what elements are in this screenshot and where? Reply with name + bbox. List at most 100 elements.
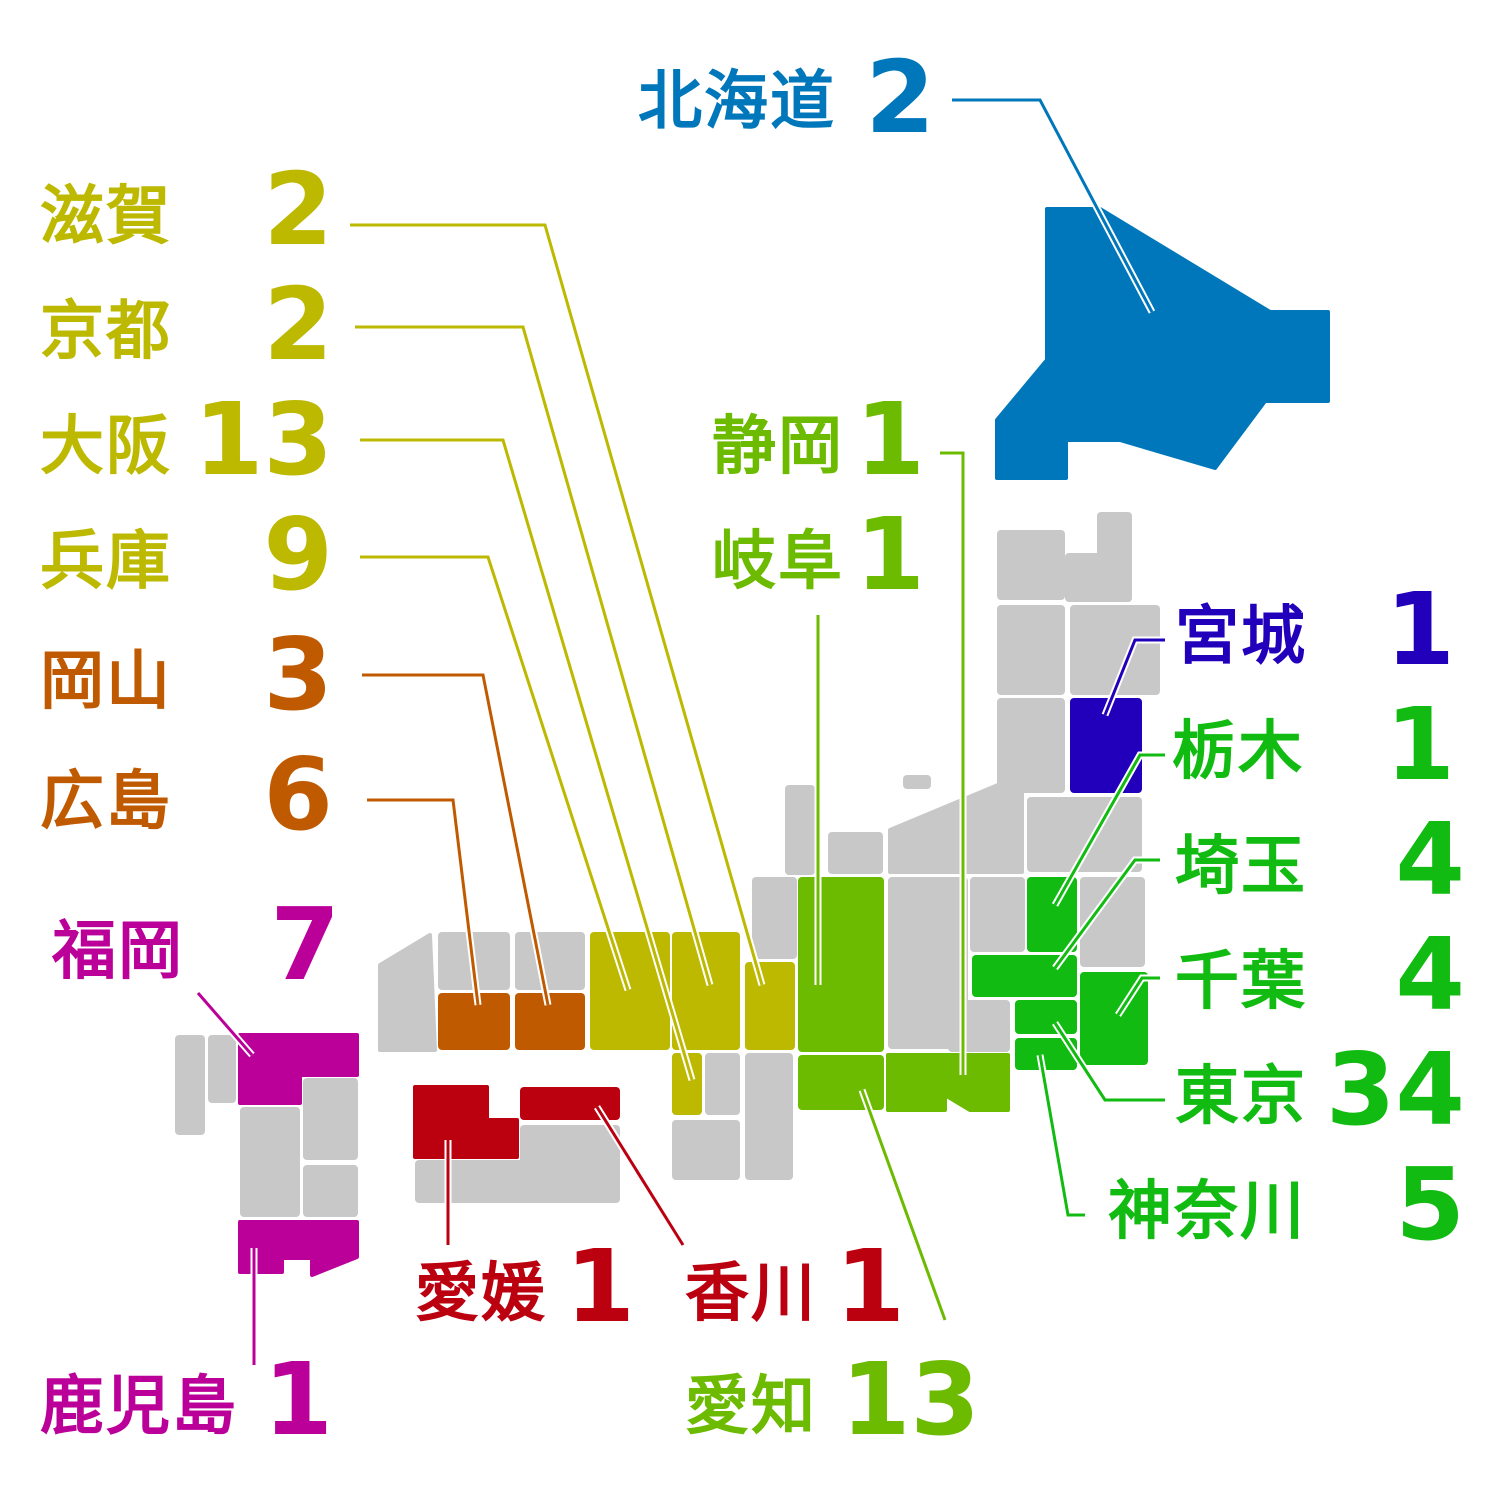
leader-line-osaka bbox=[360, 438, 694, 1081]
label-count-hiroshima: 6 bbox=[263, 736, 333, 853]
prefecture-nara bbox=[705, 1053, 740, 1115]
prefecture-gifu bbox=[798, 877, 884, 1052]
prefecture-niigata bbox=[888, 773, 1024, 874]
prefecture-hokkaido bbox=[995, 207, 1330, 480]
label-name-okayama: 岡山 bbox=[40, 645, 172, 719]
prefecture-sado bbox=[903, 775, 931, 789]
label-count-gifu: 1 bbox=[855, 496, 925, 613]
leader-line-miyagi bbox=[1103, 638, 1165, 716]
label-count-fukuoka: 7 bbox=[270, 886, 340, 1003]
label-count-miyagi: 1 bbox=[1385, 571, 1455, 688]
prefecture-yamaguchi bbox=[378, 933, 437, 1052]
label-count-shizuoka: 1 bbox=[855, 381, 925, 498]
prefecture-ibaraki bbox=[1080, 877, 1145, 967]
prefecture-tokyo bbox=[1015, 1000, 1077, 1034]
label-count-chiba: 4 bbox=[1395, 916, 1465, 1033]
leader-line-shiga bbox=[350, 223, 764, 986]
leader-outline-kyoto bbox=[355, 323, 714, 986]
leader-line-hiroshima bbox=[367, 798, 480, 1006]
label-name-hokkaido: 北海道 bbox=[638, 65, 836, 139]
label-name-gifu: 岐阜 bbox=[712, 525, 844, 599]
leader-line-kanagawa bbox=[1038, 1054, 1085, 1217]
prefecture-aomori-w bbox=[997, 530, 1065, 600]
leader-outline-hyogo bbox=[360, 553, 632, 992]
label-count-tokyo: 34 bbox=[1325, 1031, 1465, 1148]
label-count-osaka: 13 bbox=[193, 381, 333, 498]
prefecture-kumamoto bbox=[240, 1107, 300, 1217]
label-name-saitama: 埼玉 bbox=[1175, 830, 1307, 904]
prefecture-osaka bbox=[672, 1053, 702, 1115]
leader-line-hyogo bbox=[360, 555, 630, 991]
label-name-aichi: 愛知 bbox=[685, 1370, 817, 1444]
label-count-kagawa: 1 bbox=[835, 1228, 905, 1345]
leader-line-shizuoka bbox=[940, 451, 965, 1075]
label-name-shizuoka: 静岡 bbox=[712, 410, 844, 484]
prefecture-fukushima bbox=[1027, 797, 1142, 872]
prefecture-fukui bbox=[752, 877, 797, 959]
label-count-tochigi: 1 bbox=[1385, 686, 1455, 803]
prefecture-hiroshima bbox=[438, 993, 510, 1050]
prefecture-kagawa bbox=[520, 1087, 620, 1120]
label-name-osaka: 大阪 bbox=[40, 410, 172, 484]
prefecture-kyoto bbox=[672, 932, 740, 1050]
leader-line-hokkaido bbox=[952, 98, 1154, 313]
prefecture-toyama bbox=[828, 832, 883, 874]
prefecture-nagano bbox=[888, 877, 968, 1049]
label-name-kyoto: 京都 bbox=[40, 295, 172, 369]
prefecture-ehime bbox=[413, 1085, 519, 1159]
prefecture-akita bbox=[997, 605, 1065, 695]
prefecture-nagasaki bbox=[175, 1035, 205, 1135]
prefecture-saga bbox=[208, 1035, 236, 1103]
leader-line-chiba bbox=[1116, 976, 1160, 1016]
label-count-okayama: 3 bbox=[263, 616, 333, 733]
prefecture-mie bbox=[745, 1053, 793, 1180]
leader-line-kyoto bbox=[355, 325, 712, 986]
label-count-shiga: 2 bbox=[263, 151, 333, 268]
leader-line-saitama bbox=[1053, 858, 1160, 969]
label-name-kagawa: 香川 bbox=[685, 1257, 817, 1331]
prefecture-shizuoka bbox=[886, 1053, 1010, 1112]
prefecture-tottori bbox=[515, 932, 585, 990]
prefecture-gunma bbox=[970, 877, 1025, 952]
prefecture-miyagi bbox=[1070, 698, 1142, 793]
prefecture-aichi bbox=[798, 1055, 884, 1110]
label-name-miyagi: 宮城 bbox=[1175, 600, 1307, 674]
label-name-fukuoka: 福岡 bbox=[52, 915, 184, 989]
prefecture-aomori-c bbox=[1065, 553, 1132, 602]
prefecture-ishikawa bbox=[785, 785, 815, 875]
label-name-shiga: 滋賀 bbox=[40, 180, 172, 254]
prefecture-saitama bbox=[972, 955, 1077, 997]
prefecture-shiga bbox=[745, 962, 795, 1050]
leader-outline-shiga bbox=[350, 221, 766, 986]
prefecture-hyogo bbox=[590, 932, 670, 1050]
prefecture-oita bbox=[303, 1078, 358, 1160]
prefecture-okayama bbox=[515, 993, 585, 1050]
label-name-hyogo: 兵庫 bbox=[40, 525, 172, 599]
prefecture-kagoshima bbox=[238, 1220, 359, 1277]
label-count-kanagawa: 5 bbox=[1395, 1146, 1465, 1263]
prefecture-wakayama bbox=[672, 1120, 740, 1180]
label-count-saitama: 4 bbox=[1395, 801, 1465, 918]
label-count-kagoshima: 1 bbox=[263, 1341, 333, 1458]
label-count-hyogo: 9 bbox=[263, 496, 333, 613]
leader-line-aichi bbox=[860, 1089, 947, 1321]
label-count-ehime: 1 bbox=[565, 1228, 635, 1345]
prefecture-yamagata bbox=[997, 698, 1065, 793]
label-count-aichi: 13 bbox=[840, 1341, 980, 1458]
label-name-chiba: 千葉 bbox=[1175, 945, 1307, 1019]
label-name-kagoshima: 鹿児島 bbox=[40, 1370, 238, 1444]
label-name-tochigi: 栃木 bbox=[1172, 715, 1304, 789]
leader-line-tochigi bbox=[1053, 753, 1165, 906]
label-count-hokkaido: 2 bbox=[865, 39, 935, 156]
leader-line-fukuoka bbox=[196, 992, 254, 1056]
label-name-tokyo: 東京 bbox=[1175, 1060, 1307, 1134]
leader-line-okayama bbox=[362, 673, 550, 1006]
prefecture-iwate bbox=[1070, 605, 1160, 695]
leader-line-tokyo bbox=[1053, 1022, 1165, 1102]
label-count-kyoto: 2 bbox=[263, 266, 333, 383]
label-name-ehime: 愛媛 bbox=[415, 1257, 547, 1331]
prefecture-tochigi bbox=[1027, 877, 1077, 952]
label-name-kanagawa: 神奈川 bbox=[1108, 1175, 1306, 1249]
